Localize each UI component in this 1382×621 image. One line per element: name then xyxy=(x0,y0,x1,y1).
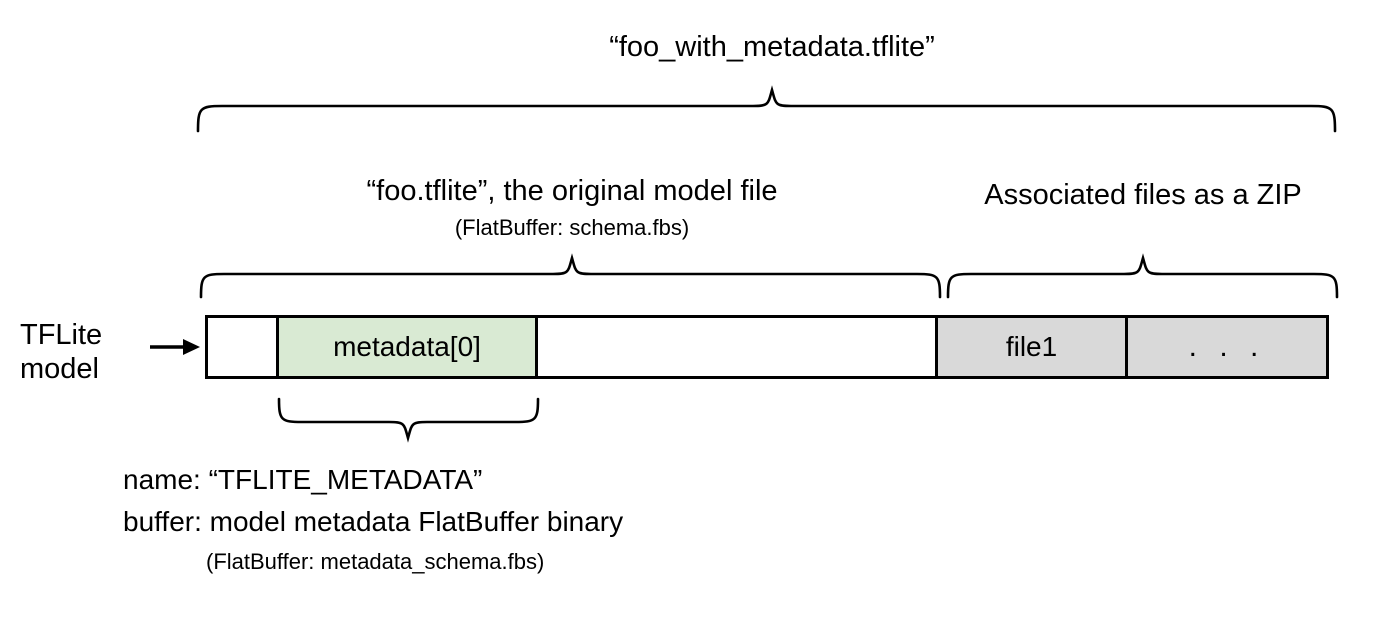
metadata-schema-note: (FlatBuffer: metadata_schema.fbs) xyxy=(206,549,545,574)
tflite-model-label: TFLite model xyxy=(20,318,102,386)
model-section-note: (FlatBuffer: schema.fbs) xyxy=(454,215,690,240)
tflite-model-label-line1: TFLite xyxy=(20,319,103,351)
cell-model-body xyxy=(538,318,938,376)
zip-section-label: Associated files as a ZIP xyxy=(984,179,1302,211)
cell-metadata-0: metadata[0] xyxy=(279,318,538,376)
cell-file1: file1 xyxy=(938,318,1128,376)
metadata-buffer-line: buffer: model metadata FlatBuffer binary xyxy=(123,506,624,537)
tflite-model-label-line2: model xyxy=(20,353,99,386)
brace-metadata-detail xyxy=(277,397,540,443)
brace-whole-file xyxy=(196,85,1337,133)
diagram-title: “foo_with_metadata.tflite” xyxy=(609,31,935,63)
cell-header-padding xyxy=(208,318,279,376)
cell-metadata-0-label: metadata[0] xyxy=(333,331,481,362)
metadata-name-line: name: “TFLITE_METADATA” xyxy=(123,464,483,495)
tflite-layout-bar: metadata[0] file1 . . . xyxy=(205,315,1329,379)
cell-more-files: . . . xyxy=(1128,318,1326,376)
cell-more-files-label: . . . xyxy=(1188,330,1266,363)
cell-file1-label: file1 xyxy=(1005,331,1058,362)
model-section-label: “foo.tflite”, the original model file xyxy=(366,175,778,207)
brace-model-file xyxy=(199,253,942,299)
model-arrow xyxy=(150,339,200,355)
brace-zip-files xyxy=(946,253,1339,299)
